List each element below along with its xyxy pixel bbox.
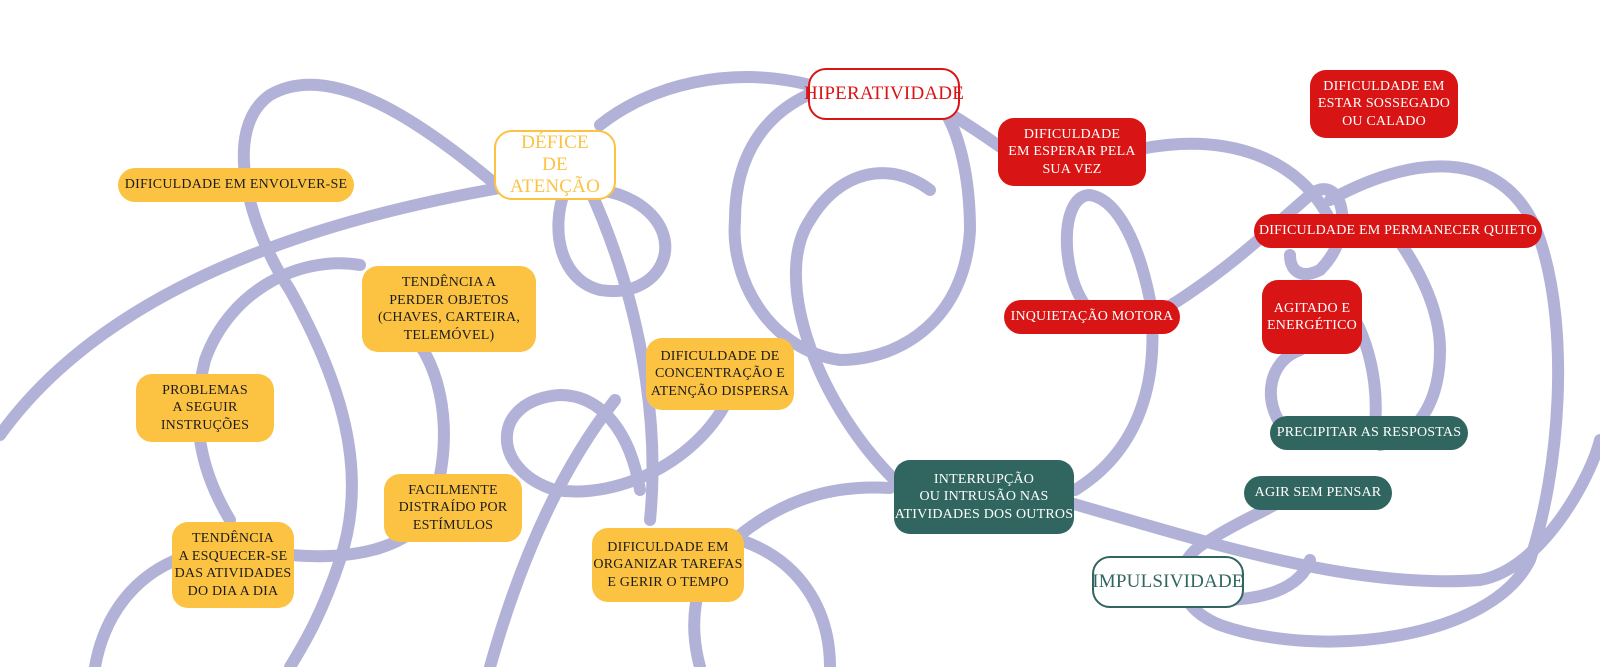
connector-line bbox=[1154, 183, 1349, 318]
item-easily-distracted: FACILMENTE DISTRAÍDO POR ESTÍMULOS bbox=[384, 474, 522, 542]
connector-line bbox=[1054, 434, 1600, 588]
connector-line bbox=[734, 481, 896, 541]
connector-line bbox=[734, 534, 836, 667]
connector-line bbox=[790, 167, 936, 491]
title-attention-deficit: DÉFICE DE ATENÇÃO bbox=[494, 130, 616, 200]
connector-line bbox=[1175, 160, 1565, 648]
item-organizing-tasks: DIFICULDADE EM ORGANIZAR TAREFAS E GERIR… bbox=[592, 528, 744, 602]
item-rushing-answers: PRECIPITAR AS RESPOSTAS bbox=[1270, 416, 1468, 450]
item-concentration: DIFICULDADE DE CONCENTRAÇÃO E ATENÇÃO DI… bbox=[646, 338, 794, 410]
item-interrupting-others: INTERRUPÇÃO OU INTRUSÃO NAS ATIVIDADES D… bbox=[894, 460, 1074, 534]
item-staying-quiet: DIFICULDADE EM ESTAR SOSSEGADO OU CALADO bbox=[1310, 70, 1458, 138]
item-motor-restlessness: INQUIETAÇÃO MOTORA bbox=[1004, 300, 1180, 334]
connector-line bbox=[484, 394, 621, 667]
item-waiting-turn: DIFICULDADE EM ESPERAR PELA SUA VEZ bbox=[998, 118, 1146, 186]
connector-line bbox=[1374, 229, 1447, 451]
connector-line bbox=[1129, 137, 1336, 226]
item-agitated-energetic: AGITADO E ENERGÉTICO bbox=[1262, 280, 1362, 354]
connector-line bbox=[594, 71, 816, 131]
connector-line bbox=[728, 86, 977, 367]
item-forgetting-activities: TENDÊNCIA A ESQUECER-SE DAS ATIVIDADES D… bbox=[172, 522, 294, 608]
title-hyperactivity: HIPERATIVIDADE bbox=[804, 68, 964, 120]
title-impulsivity: IMPULSIVIDADE bbox=[1092, 556, 1244, 608]
item-acting-without-thinking: AGIR SEM PENSAR bbox=[1244, 476, 1392, 510]
item-following-instructions: PROBLEMAS A SEGUIR INSTRUÇÕES bbox=[136, 374, 274, 442]
connector-line bbox=[192, 257, 366, 526]
connector-line bbox=[1060, 188, 1159, 496]
item-losing-objects: TENDÊNCIA A PERDER OBJETOS (CHAVES, CART… bbox=[362, 266, 536, 352]
item-difficulty-engaging: DIFICULDADE EM ENVOLVER-SE bbox=[118, 168, 354, 202]
item-remaining-still: DIFICULDADE EM PERMANECER QUIETO bbox=[1254, 214, 1542, 248]
connector-line bbox=[584, 184, 659, 526]
connector-line bbox=[0, 182, 506, 441]
